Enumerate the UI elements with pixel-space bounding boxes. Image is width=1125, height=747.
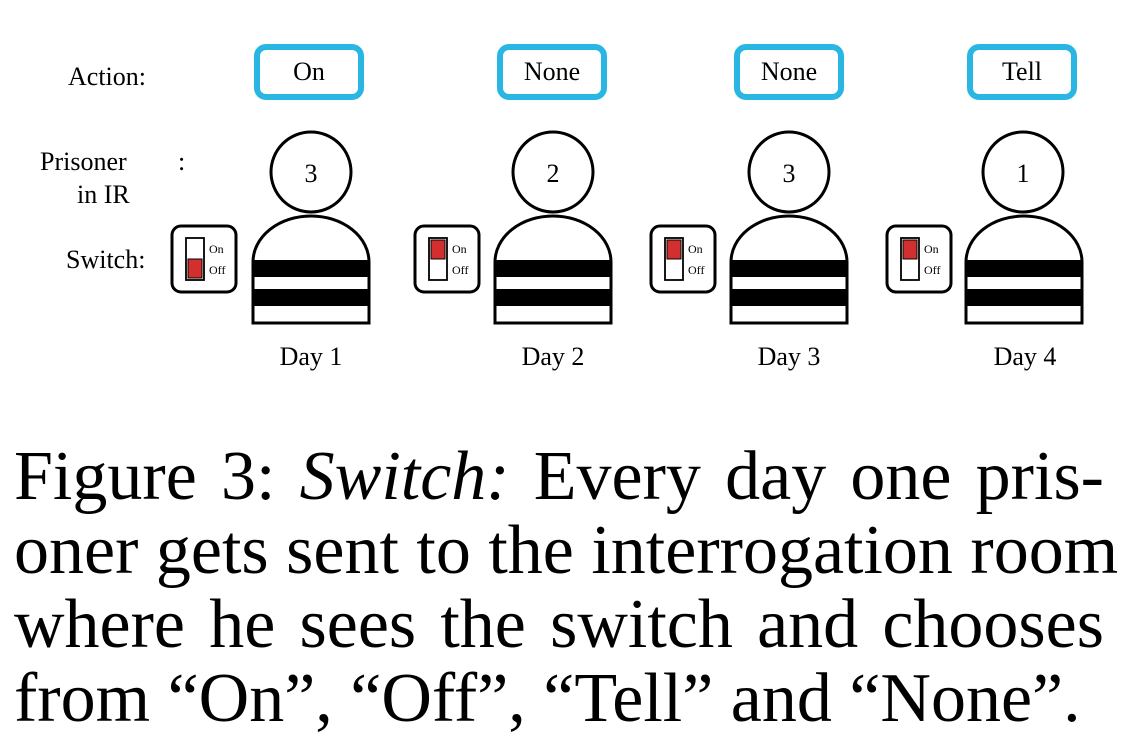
caption-line-2: oner gets sent to the interrogation room <box>14 512 1119 589</box>
prisoner-label-line1: Prisoner <box>40 147 127 176</box>
day-label-2: Day 2 <box>521 342 585 371</box>
prisoner-label-colon: : <box>178 147 186 176</box>
caption-line-1: Figure 3: Switch: Every day one pris- <box>14 440 1104 514</box>
switch-off-label: Off <box>688 263 704 277</box>
stripe-bottom-day-3 <box>731 289 847 306</box>
switch-on-label: On <box>452 242 467 256</box>
stripe-bottom-day-4 <box>966 289 1082 306</box>
prisoner-switch-diagram: On Off 3 On Off 2 On Off 3 On <box>170 130 1084 325</box>
day-1-group: On Off 3 <box>170 130 371 325</box>
day-label-3: Day 3 <box>757 342 821 371</box>
stripe-bottom-day-2 <box>495 289 611 306</box>
day-label-1: Day 1 <box>279 342 343 371</box>
action-row-label: Action: <box>68 62 146 91</box>
prisoner-number-day-4: 1 <box>1017 159 1030 188</box>
stripe-top-day-2 <box>495 260 611 277</box>
switch-off-label: Off <box>452 263 468 277</box>
prisoner-number-day-2: 2 <box>547 159 560 188</box>
day-2-group: On Off 2 <box>413 130 613 325</box>
switch-off-label: Off <box>209 263 225 277</box>
prisoner-head-day-4 <box>981 130 1065 214</box>
switch-on-label: On <box>688 242 703 256</box>
prisoner-number-day-1: 3 <box>305 159 318 188</box>
switch-knob-day-4 <box>902 239 918 260</box>
caption-line-3: where he sees the switch and chooses <box>14 586 1104 663</box>
day-label-4: Day 4 <box>993 342 1057 371</box>
action-box-day-2: None <box>497 44 607 100</box>
day-4-group: On Off 1 <box>885 130 1084 325</box>
stripe-top-day-1 <box>253 260 369 277</box>
day-3-group: On Off 3 <box>649 130 849 325</box>
stripe-top-day-3 <box>731 260 847 277</box>
figure-caption: Figure 3: Switch: Every day one pris- on… <box>14 440 1119 737</box>
stripe-bottom-day-1 <box>253 289 369 306</box>
switch-knob-day-2 <box>430 239 446 260</box>
prisoner-row-label: Prisoner in IR : <box>40 145 185 211</box>
prisoner-head-day-3 <box>747 130 831 214</box>
stripe-top-day-4 <box>966 260 1082 277</box>
prisoner-head-day-1 <box>269 130 353 214</box>
caption-title: Switch: <box>299 438 510 515</box>
switch-off-label: Off <box>924 263 940 277</box>
switch-on-label: On <box>209 242 224 256</box>
switch-knob-day-3 <box>666 239 682 260</box>
switch-row-label: Switch: <box>66 245 146 274</box>
caption-line-4: from “On”, “Off”, “Tell” and “None”. <box>14 660 1081 737</box>
switch-on-label: On <box>924 242 939 256</box>
action-box-day-4: Tell <box>967 44 1077 100</box>
prisoner-number-day-3: 3 <box>783 159 796 188</box>
prisoner-head-day-2 <box>511 130 595 214</box>
action-box-day-1: On <box>254 44 364 100</box>
switch-knob-day-1 <box>187 258 203 279</box>
caption-prefix: Figure 3: <box>14 438 276 515</box>
prisoner-label-line2: in IR <box>77 180 130 209</box>
caption-line1-rest: Every day one pris- <box>533 438 1104 515</box>
action-box-day-3: None <box>734 44 844 100</box>
